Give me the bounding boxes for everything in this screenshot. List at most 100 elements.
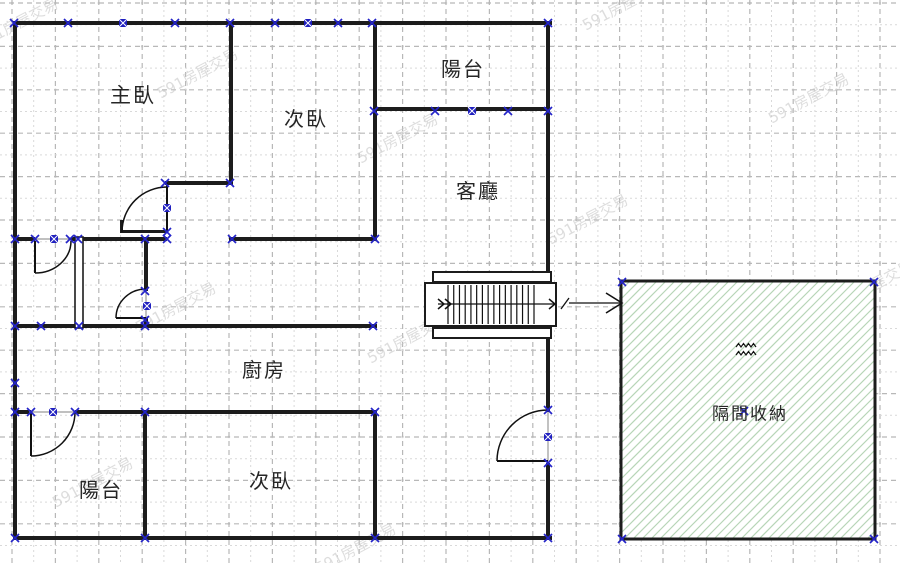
wall-segment[interactable] — [373, 21, 377, 241]
wall-midpoint-handle[interactable] — [142, 301, 152, 311]
wall-handle[interactable] — [140, 286, 150, 296]
wall-segment[interactable] — [165, 181, 233, 185]
handle-x-stroke — [270, 18, 280, 28]
wall-handle[interactable] — [140, 321, 150, 331]
wall-handle[interactable] — [543, 18, 553, 28]
handle-x-stroke — [367, 18, 377, 28]
storage-border[interactable] — [619, 279, 877, 541]
wall-handle[interactable] — [543, 405, 553, 415]
wall-segment[interactable] — [13, 324, 377, 328]
wall-segment[interactable] — [13, 536, 552, 540]
wall-handle[interactable] — [227, 234, 237, 244]
storage-hatch-line — [620, 280, 703, 363]
wall-midpoint-handle[interactable] — [162, 203, 172, 213]
pointer-arrow[interactable] — [569, 292, 624, 314]
storage-hatch-line — [620, 280, 847, 507]
wall-handle[interactable] — [370, 533, 380, 543]
door-swing-arc — [496, 409, 549, 462]
door-swing-arc — [115, 288, 147, 319]
wall-handle[interactable] — [367, 18, 377, 28]
wall-midpoint-handle[interactable] — [543, 432, 553, 442]
wall-handle[interactable] — [869, 534, 879, 544]
wall-segment[interactable] — [120, 230, 168, 233]
handle-x-stroke — [10, 533, 20, 543]
wall-handle[interactable] — [140, 407, 150, 417]
wall-handle[interactable] — [270, 18, 280, 28]
wall-handle[interactable] — [225, 18, 235, 28]
wall-segment[interactable] — [13, 21, 17, 540]
wall-handle[interactable] — [140, 234, 150, 244]
wall-handle[interactable] — [10, 533, 20, 543]
double-wall-segment[interactable] — [74, 236, 84, 329]
handle-x-stroke — [369, 106, 379, 116]
wall-handle[interactable] — [617, 277, 627, 287]
wall-handle[interactable] — [368, 321, 378, 331]
storage-room[interactable] — [619, 279, 877, 541]
storage-hatch-line — [857, 521, 876, 540]
wall-handle[interactable] — [10, 407, 20, 417]
storage-hatch-line — [641, 305, 876, 540]
wall-midpoint-handle[interactable] — [118, 18, 128, 28]
wall-handle[interactable] — [140, 533, 150, 543]
wall-segment[interactable] — [13, 410, 31, 414]
wall-handle[interactable] — [10, 234, 20, 244]
handle-x-stroke — [617, 277, 627, 287]
wall-handle[interactable] — [74, 321, 84, 331]
wall-handle[interactable] — [10, 378, 20, 388]
wall-handle[interactable] — [543, 458, 553, 468]
storage-hatch-line — [620, 280, 793, 453]
wall-handle[interactable] — [333, 18, 343, 28]
wall-segment[interactable] — [144, 318, 148, 328]
wall-handle[interactable] — [739, 406, 749, 416]
wall-segment[interactable] — [71, 237, 167, 241]
wall-segment[interactable] — [120, 220, 123, 233]
wall-segment[interactable] — [75, 410, 377, 414]
wall-handle[interactable] — [543, 533, 553, 543]
wall-handle[interactable] — [9, 18, 19, 28]
wall-segment[interactable] — [546, 463, 550, 538]
wall-handle[interactable] — [869, 277, 879, 287]
wall-handle[interactable] — [162, 227, 172, 237]
wall-handle[interactable] — [617, 534, 627, 544]
wall-handle[interactable] — [70, 407, 80, 417]
wall-handle[interactable] — [369, 106, 379, 116]
wall-handle[interactable] — [26, 407, 36, 417]
wall-handle[interactable] — [10, 321, 20, 331]
wall-handle[interactable] — [543, 106, 553, 116]
storage-hatch-line — [620, 280, 820, 480]
wall-handle[interactable] — [73, 234, 83, 244]
wall-midpoint-handle[interactable] — [49, 234, 59, 244]
wall-handle[interactable] — [170, 18, 180, 28]
wall-midpoint-handle[interactable] — [467, 106, 477, 116]
wall-segment[interactable] — [143, 410, 147, 540]
wall-handle[interactable] — [65, 234, 75, 244]
storage-hatch-line — [620, 280, 676, 336]
wall-midpoint-handle[interactable] — [303, 18, 313, 28]
watermark-text: 591房屋交易 — [544, 191, 631, 249]
wall-handle[interactable] — [63, 18, 73, 28]
wall-handle[interactable] — [370, 407, 380, 417]
wall-segment[interactable] — [13, 21, 552, 25]
wall-segment[interactable] — [546, 338, 550, 412]
wall-segment[interactable] — [546, 21, 550, 272]
wall-handle[interactable] — [160, 178, 170, 188]
wall-handle[interactable] — [30, 234, 40, 244]
wall-segment[interactable] — [373, 410, 377, 540]
wall-handle[interactable] — [370, 234, 380, 244]
wall-handle[interactable] — [36, 321, 46, 331]
wall-segment[interactable] — [229, 237, 377, 241]
storage-hatch-line — [821, 485, 876, 540]
wall-segment[interactable] — [13, 237, 35, 241]
wall-handle[interactable] — [430, 106, 440, 116]
wall-handle[interactable] — [503, 106, 513, 116]
wall-handle[interactable] — [225, 178, 235, 188]
wall-segment[interactable] — [229, 21, 233, 185]
staircase[interactable] — [424, 271, 570, 339]
wall-midpoint-handle[interactable] — [48, 407, 58, 417]
storage-hatch-line — [620, 280, 685, 345]
wall-segment[interactable] — [373, 107, 550, 111]
handle-x-stroke — [869, 534, 879, 544]
wall-handle[interactable] — [162, 234, 172, 244]
wall-segment[interactable] — [144, 237, 148, 291]
